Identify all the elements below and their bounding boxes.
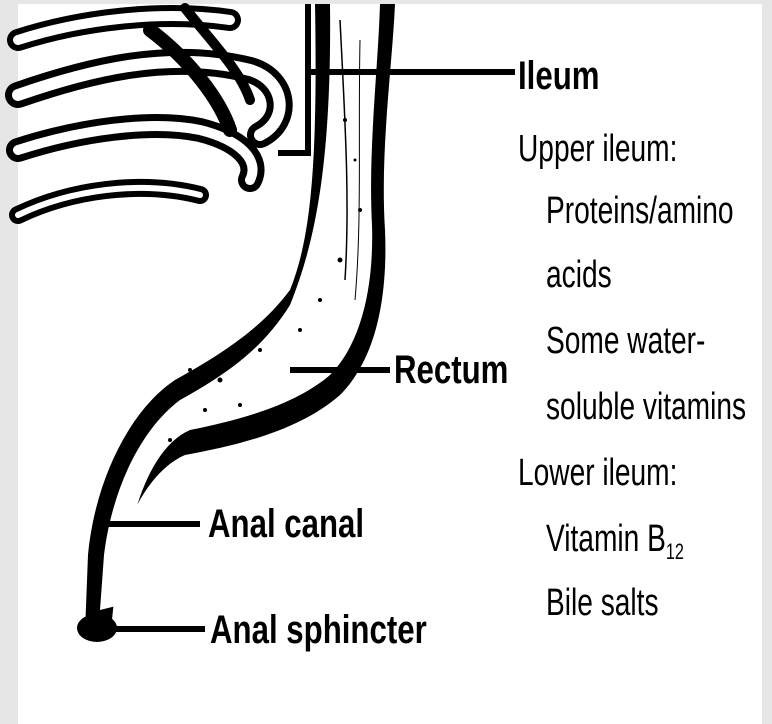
upper-ileum-item: Proteins/amino: [546, 192, 734, 230]
upper-ileum-heading: Upper ileum:: [518, 130, 677, 168]
upper-ileum-item: acids: [546, 256, 612, 294]
upper-ileum-item: soluble vitamins: [546, 388, 746, 426]
anal-sphincter-label: Anal sphincter: [210, 610, 427, 650]
ileum-leader-line: [278, 4, 515, 153]
vitamin-b12-label: Vitamin B12: [546, 520, 684, 563]
rectum-label: Rectum: [394, 350, 508, 390]
small-intestine-loops: [18, 8, 280, 215]
upper-ileum-item: Some water-: [546, 322, 705, 360]
vitamin-subscript: 12: [666, 539, 684, 564]
vitamin-prefix: Vitamin B: [546, 518, 666, 560]
ileum-label: Ileum: [518, 56, 599, 96]
bile-salts-label: Bile salts: [546, 584, 659, 622]
rectum-tube: [77, 4, 395, 642]
anal-canal-label: Anal canal: [208, 504, 364, 544]
lower-ileum-heading: Lower ileum:: [518, 454, 677, 492]
